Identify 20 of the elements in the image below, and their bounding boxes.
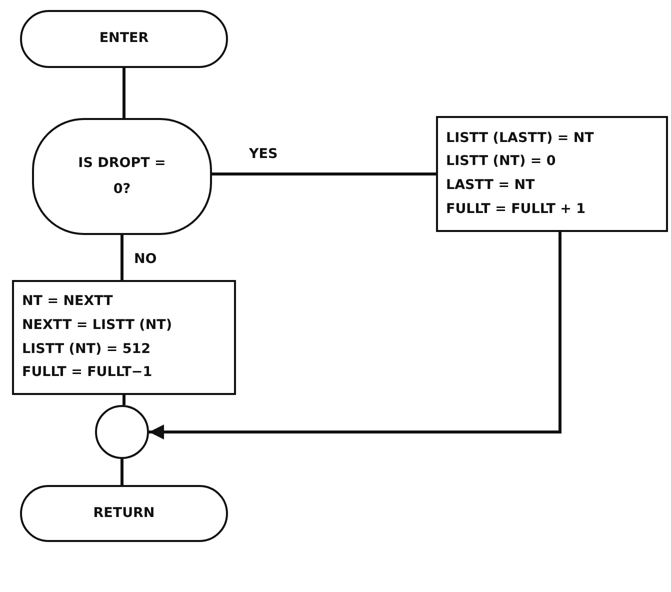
connector-line: [122, 395, 126, 405]
statement-text: LASTT = NT: [446, 176, 535, 195]
process-box: [436, 116, 668, 232]
connector-line: [120, 459, 124, 485]
statement-text: FULLT = FULLT + 1: [446, 200, 586, 219]
connector-circle: [95, 405, 149, 459]
statement-text: LISTT (LASTT) = NT: [446, 128, 594, 148]
terminal-label: RETURN: [93, 504, 155, 523]
statement-text: FULLT = FULLT−1: [22, 363, 152, 382]
connector-line: [122, 68, 126, 118]
connector-line: [149, 232, 562, 440]
statement-text: NEXTT = LISTT (NT): [22, 316, 172, 335]
statement-text: LISTT (NT) = 512: [22, 340, 151, 358]
statement-text: NT = NEXTT: [22, 292, 113, 312]
decision-text: IS DROPT = 0?: [77, 154, 167, 198]
connector-line: [120, 235, 124, 280]
statement-text: LISTT (NT) = 0: [446, 152, 556, 172]
process-box: [12, 280, 236, 395]
connector-line: [212, 172, 436, 176]
terminal-label: ENTER: [99, 29, 149, 48]
